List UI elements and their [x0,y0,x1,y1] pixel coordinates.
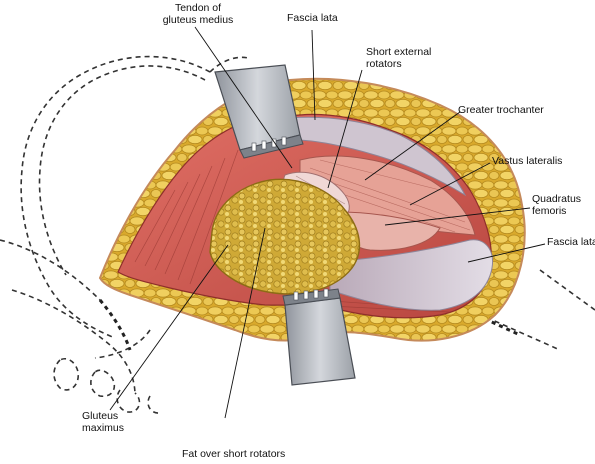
leader-fascia-lata-right [467,243,546,263]
fat-over-short-rotators [209,178,361,295]
leader-gluteus-maximus [109,244,229,411]
label-fascia-lata-right: Fascia lata [547,236,595,248]
fascia-lata-right [329,239,494,311]
leader-short-external-rotators [327,69,363,189]
leader-fascia-lata-top [311,29,316,121]
label-short-external-rotators: Short external rotators [366,46,432,70]
label-gluteus-maximus: Gluteus maximus [82,410,125,434]
leader-vastus-lateralis [409,162,491,206]
surgical-retractor-icon-lower [282,288,356,386]
label-greater-trochanter: Greater trochanter [458,104,544,116]
label-fat-over-short-rotators: Fat over short rotators [182,448,286,460]
leader-quadratus-femoris [384,207,531,226]
leader-lines [109,26,546,419]
label-fascia-lata-top: Fascia lata [287,12,338,24]
label-tendon-gluteus-medius: Tendon of gluteus medius [162,2,234,26]
label-quadratus-femoris: Quadratus femoris [532,193,582,217]
leader-tendon-gluteus-medius [194,26,293,169]
vastus-fibers [309,159,471,233]
leader-fat-over-short-rotators [224,227,266,419]
leader-greater-trochanter [364,111,461,181]
label-vastus-lateralis: Vastus lateralis [492,155,563,167]
fascia-lata-top [289,116,467,197]
